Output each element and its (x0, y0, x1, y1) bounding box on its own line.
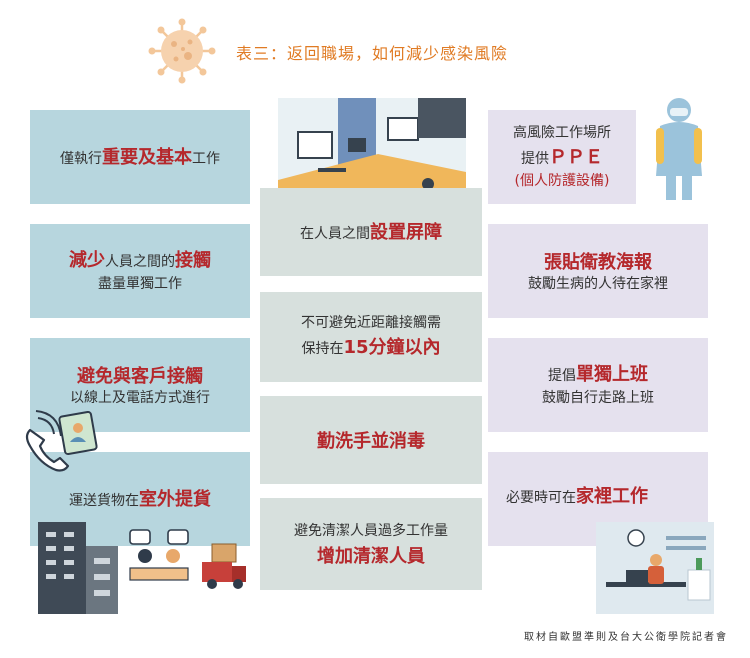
office-partition-illustration (278, 98, 466, 202)
meeting-icon (129, 529, 189, 581)
tip-post-posters: 張貼衛教海報 鼓勵生病的人待在家裡 (488, 224, 708, 318)
tip-set-barrier: 在人員之間設置屏障 (260, 188, 482, 276)
tip-more-cleaners: 避免清潔人員過多工作量 增加清潔人員 (260, 498, 482, 590)
building-icon (38, 522, 118, 614)
virus-icon (148, 18, 216, 84)
tip-reduce-contact: 減少人員之間的接觸 盡量單獨工作 (30, 224, 250, 318)
ppe-worker-icon (656, 98, 702, 200)
tip-limit-15-min: 不可避免近距離接觸需 保持在15分鐘以內 (260, 292, 482, 382)
page-title: 表三：返回職場，如何減少感染風險 (236, 44, 509, 63)
source-note: 取材自歐盟準則及台大公衛學院記者會 (524, 632, 728, 643)
home-office-illustration (596, 522, 714, 614)
delivery-truck-icon (202, 543, 246, 589)
tip-work-alone: 提倡單獨上班 鼓勵自行走路上班 (488, 338, 708, 432)
tip-wash-hands: 勤洗手並消毒 (260, 396, 482, 484)
video-call-icon (25, 410, 98, 472)
tip-provide-ppe: 高風險工作場所 提供ＰＰＥ (個人防護設備) (488, 110, 636, 204)
tip-essential-work: 僅執行重要及基本工作 (30, 110, 250, 204)
